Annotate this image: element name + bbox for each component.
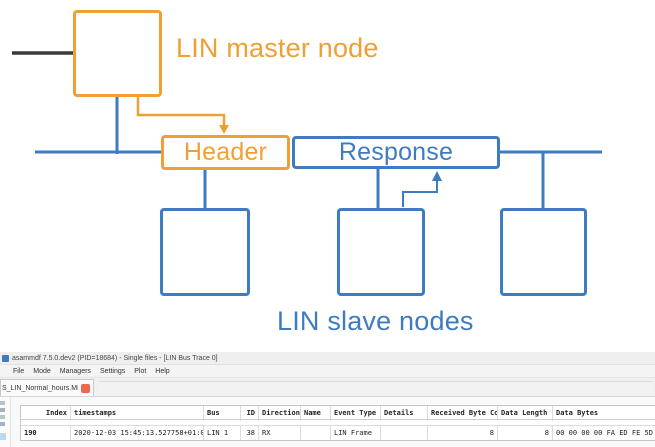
col-header-received-byte-count[interactable]: Received Byte Count [428, 406, 498, 419]
master-node-label: LIN master node [176, 33, 379, 63]
col-header-direction[interactable]: Direction [259, 406, 301, 419]
col-header-details[interactable]: Details [381, 406, 428, 419]
header-frame-box: Header [161, 135, 290, 170]
tab-file-mf4[interactable]: S_LIN_Normal_hours.MF4 [0, 379, 94, 396]
tab-file-label: S_LIN_Normal_hours.MF4 [2, 384, 78, 392]
cell-event-type: LIN Frame [331, 426, 381, 440]
cell-timestamps: 2020-12-03 15:45:13.527758+01:00 [71, 426, 204, 440]
asammdf-window: asammdf 7.5.0.dev2 (PID=18684) - Single … [0, 352, 655, 447]
col-header-id[interactable]: ID [241, 406, 259, 419]
tab-bar-empty-area [98, 381, 653, 395]
col-header-index[interactable]: Index [21, 406, 71, 419]
col-header-timestamps[interactable]: timestamps [71, 406, 204, 419]
col-header-name[interactable]: Name [301, 406, 331, 419]
cell-received-byte-count: 8 [428, 426, 498, 440]
slave2-to-response-arrowhead [432, 171, 442, 181]
col-header-data-bytes[interactable]: Data Bytes [553, 406, 655, 419]
slave-node-3-box [500, 208, 587, 296]
tree-item-mark [0, 422, 5, 426]
response-frame-label: Response [338, 138, 454, 166]
cell-details [381, 426, 428, 440]
menu-help[interactable]: Help [155, 367, 170, 375]
tree-item-mark [0, 408, 5, 412]
col-header-data-length[interactable]: Data Length [498, 406, 553, 419]
window-titlebar: asammdf 7.5.0.dev2 (PID=18684) - Single … [0, 352, 655, 365]
header-frame-label: Header [183, 138, 268, 166]
trace-table-header-row: Index timestamps Bus ID Direction Name E… [21, 406, 655, 420]
cell-index: 190 [21, 426, 71, 440]
cell-data-bytes: 00 00 00 00 FA ED FE 5D [553, 426, 655, 440]
cell-bus: LIN 1 [204, 426, 241, 440]
menu-file[interactable]: File [13, 367, 25, 375]
menu-plot[interactable]: Plot [134, 367, 147, 375]
tab-close-icon[interactable] [81, 383, 90, 393]
response-frame-box: Response [292, 136, 500, 169]
slave-node-2-box [337, 208, 425, 296]
menu-mode[interactable]: Mode [33, 367, 51, 375]
trace-partial-row[interactable]: 2020-12-03 15:45:13.527758+01:00 LIN 1 3… [21, 420, 655, 426]
lin-bus-trace-table: Index timestamps Bus ID Direction Name E… [20, 405, 655, 441]
diagram-lines [12, 51, 602, 208]
slave-nodes-label: LIN slave nodes [277, 306, 474, 336]
tab-bar: S_LIN_Normal_hours.MF4 [0, 378, 655, 397]
master-to-header-arrowhead [219, 125, 229, 134]
window-title: asammdf 7.5.0.dev2 (PID=18684) - Single … [12, 354, 218, 362]
slave2-to-response-line [402, 179, 438, 207]
menu-settings[interactable]: Settings [99, 367, 126, 375]
cell-direction: RX [259, 426, 301, 440]
window-content: Index timestamps Bus ID Direction Name E… [0, 397, 655, 447]
col-header-event-type[interactable]: Event Type [331, 406, 381, 419]
menu-bar: File Mode Managers Settings Plot Help [0, 365, 655, 378]
trace-row-190[interactable]: 190 2020-12-03 15:45:13.527758+01:00 LIN… [21, 426, 655, 440]
tree-item-mark [0, 401, 5, 405]
app-icon [2, 354, 9, 362]
cell-data-length: 8 [498, 426, 553, 440]
col-header-bus[interactable]: Bus [204, 406, 241, 419]
cell-name [301, 426, 331, 440]
menu-managers[interactable]: Managers [59, 367, 91, 375]
master-node-box [73, 10, 162, 97]
slave-node-1-box [160, 208, 250, 296]
lin-bus-diagram: LIN master node Header Response LIN slav… [12, 10, 602, 336]
tree-panel-edge [0, 397, 11, 447]
tree-selected-mark [0, 433, 6, 440]
tree-item-mark [0, 415, 5, 419]
master-to-header-line [136, 96, 226, 126]
cell-id: 38 [241, 426, 259, 440]
